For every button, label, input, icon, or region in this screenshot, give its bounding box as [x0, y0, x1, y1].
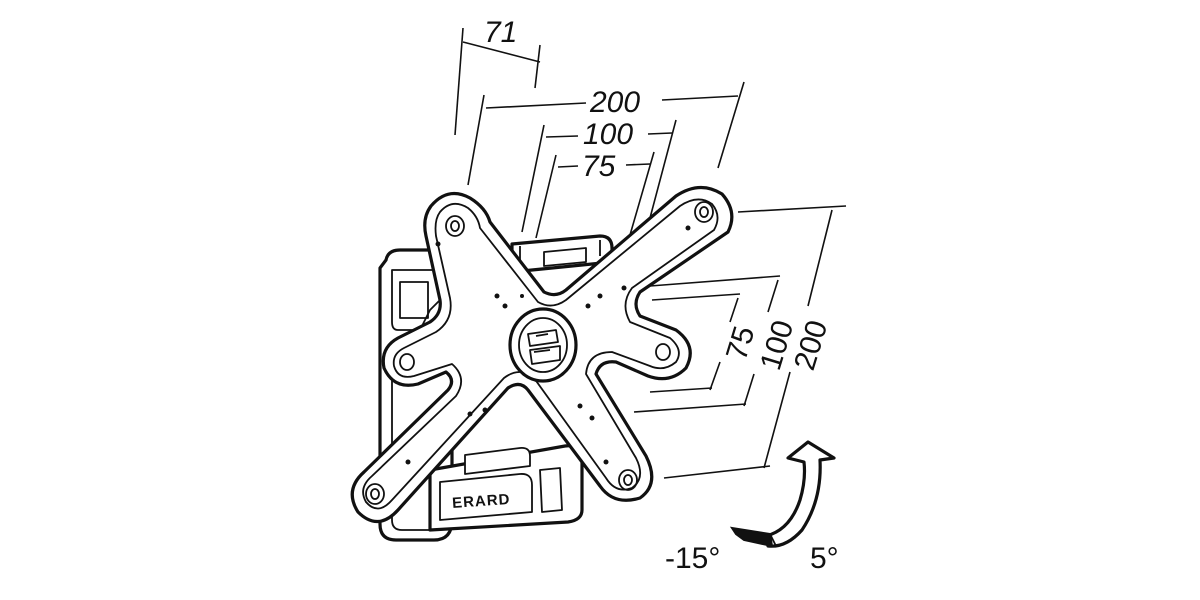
- tilt-down-label: -15°: [665, 542, 720, 575]
- vesa-x-plate: [350, 185, 734, 524]
- dimension-71: 71: [454, 16, 541, 136]
- dim-200-h-label: 200: [589, 86, 640, 119]
- dim-75-h-label: 75: [582, 150, 616, 183]
- dimension-vertical-extensions: [633, 205, 847, 479]
- top-clip: [510, 234, 614, 274]
- tilt-up-label: 5°: [810, 542, 839, 575]
- dim-71-label: 71: [484, 16, 517, 49]
- dimension-200-horizontal: 200: [467, 81, 745, 186]
- mounting-holes: [365, 201, 714, 505]
- dimension-100-horizontal: 100: [521, 118, 677, 233]
- brand-label: ERARD: [452, 491, 511, 512]
- dimension-75-horizontal: 75: [535, 150, 655, 239]
- tilt-arrow-icon: [729, 440, 836, 548]
- dim-100-h-label: 100: [583, 118, 633, 151]
